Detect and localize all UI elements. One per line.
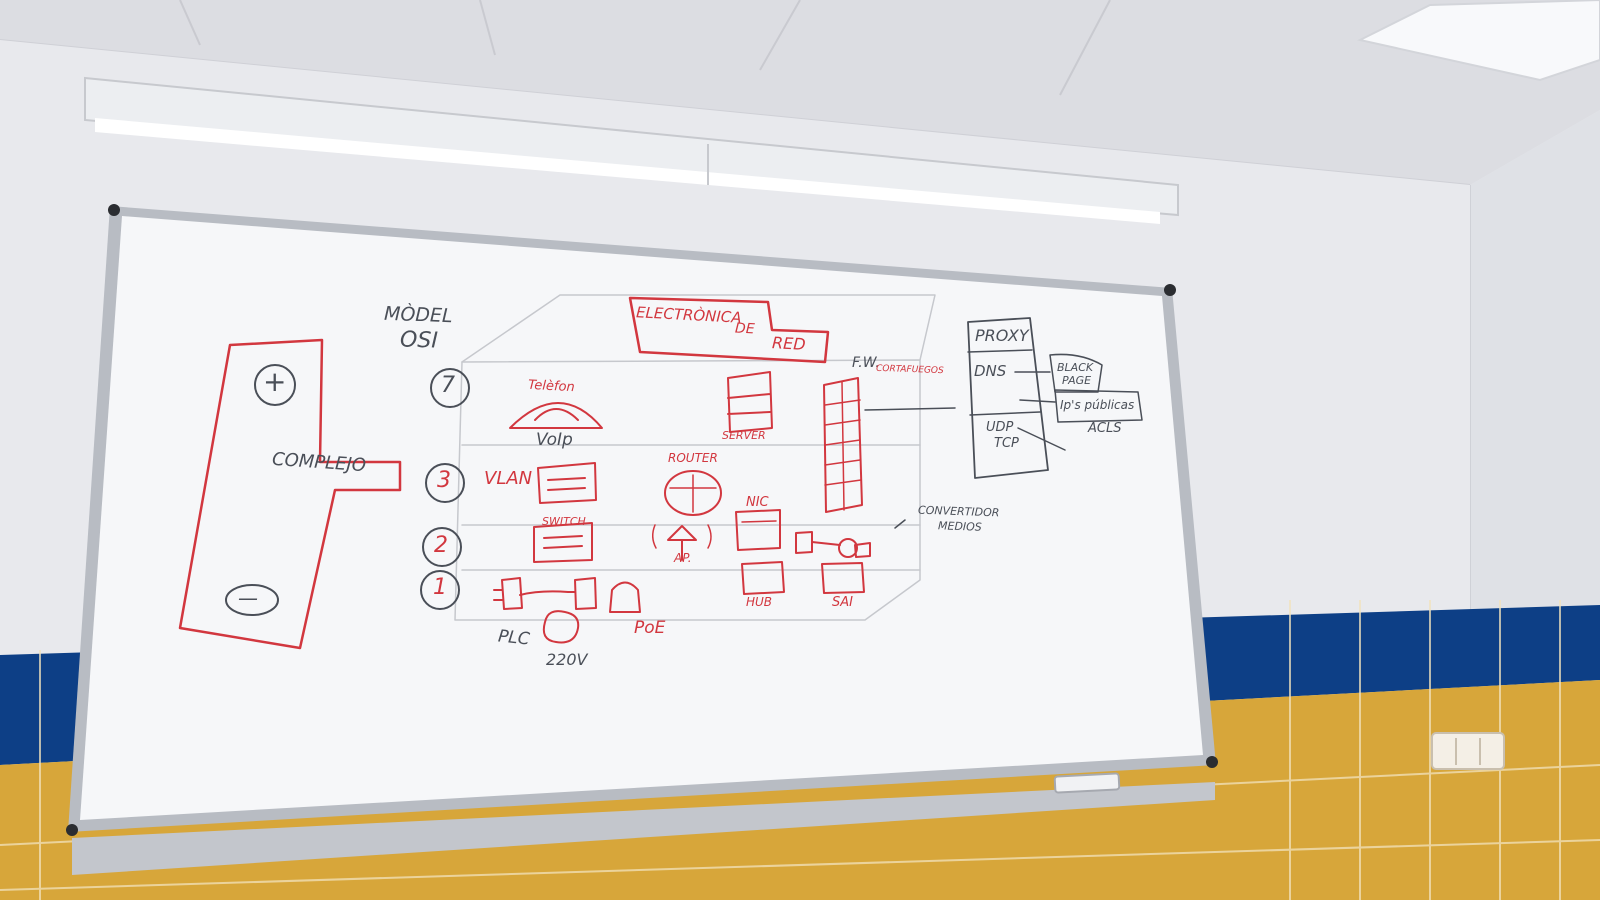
ap-label: AP. [674, 551, 692, 565]
side-panel-outline [967, 317, 1049, 479]
ceiling-light-panel [1357, 0, 1600, 82]
header-de: DE [734, 320, 756, 338]
plc-plug-icon [493, 577, 523, 610]
layer-7-number: 7 [441, 373, 455, 398]
wall-lamp [84, 76, 1179, 217]
nic-label: NIC [746, 495, 769, 510]
complexity-minus: — [238, 586, 258, 610]
dns-label: DNS [974, 362, 1007, 380]
eraser [1053, 772, 1121, 794]
vlan-switch-icon [537, 462, 597, 504]
header-cloud [628, 296, 830, 364]
title-model: MÒDEL [383, 302, 453, 328]
board-drawings [178, 294, 1143, 650]
udp-label: UDP [986, 420, 1014, 435]
220v-label: 220V [546, 650, 588, 669]
convertidor-label: CONVERTIDOR [917, 503, 1000, 520]
complexity-shape [178, 338, 402, 650]
poe-label: PoE [634, 618, 666, 638]
proxy-label: PROXY [975, 326, 1029, 345]
power-cloud [542, 610, 580, 644]
medios-label: MEDIOS [937, 519, 983, 534]
hub-label: HUB [746, 595, 773, 609]
hub-icon [741, 561, 785, 595]
marker-tray [72, 782, 1215, 875]
acls-label: ACLS [1088, 421, 1122, 436]
vlan-label: VLAN [484, 468, 533, 489]
complexity-plus: + [263, 365, 287, 398]
title-osi: OSI [399, 327, 439, 354]
ceiling [0, 0, 1600, 185]
access-point-icon [667, 525, 697, 561]
black-page-cloud [1049, 353, 1103, 393]
black-page-top: BLACK [1057, 361, 1094, 374]
telephone-icon [509, 402, 603, 429]
layer-2-number: 2 [434, 533, 448, 558]
switch-icon [533, 522, 593, 563]
router-label: ROUTER [668, 451, 718, 465]
router-icon [664, 470, 722, 516]
layer-circle-3 [425, 463, 465, 503]
telefon-label: Telèfon [527, 377, 576, 396]
header-red: RED [771, 333, 807, 354]
plc-label: PLC [497, 626, 531, 650]
public-ips-label: Ip's públicas [1060, 398, 1135, 412]
whiteboard-surface [80, 216, 1203, 820]
black-page-bottom: PAGE [1062, 374, 1092, 387]
layer-3-number: 3 [437, 468, 451, 493]
layer-1-number: 1 [433, 575, 447, 600]
wall-switch [1431, 732, 1505, 770]
firewall-icon [823, 377, 863, 513]
nic-icon [735, 509, 781, 551]
switch-label: SWITCH [542, 515, 586, 528]
fw-label: F.W. [852, 355, 880, 371]
layer-circle-1 [420, 570, 460, 610]
layer-stack-outline [454, 359, 921, 621]
voip-label: VoIp [536, 430, 573, 450]
sai-icon [821, 562, 865, 594]
server-label: SERVER [722, 429, 766, 442]
sai-label: SAI [832, 595, 853, 610]
layer-circle-7 [430, 368, 470, 408]
tcp-label: TCP [994, 436, 1019, 451]
server-icon [727, 371, 773, 433]
public-ips-box [1054, 389, 1143, 423]
layer-circle-2 [422, 527, 462, 567]
